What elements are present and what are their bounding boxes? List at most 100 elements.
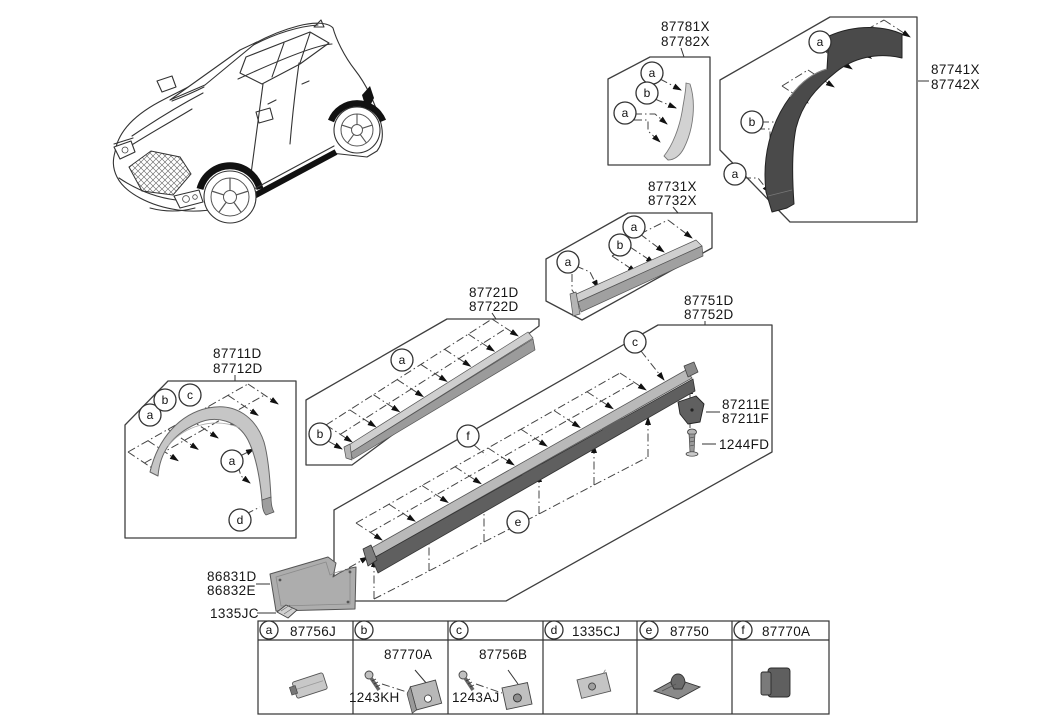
callout-letter: d	[237, 513, 244, 527]
part-label-87751D[interactable]: 87751D 87752D	[684, 293, 734, 322]
legend-code-87770A[interactable]: 87770A	[762, 624, 810, 639]
legend-icon-bracket-b	[406, 679, 443, 714]
callout-b[interactable]: b	[608, 233, 632, 257]
legend-letter: d	[551, 623, 558, 637]
leader-arrow	[327, 440, 343, 450]
legend-code-87770A-b[interactable]: 87770A	[384, 647, 432, 662]
callout-letter: b	[749, 115, 756, 129]
callout-a[interactable]: a	[613, 101, 637, 125]
callout-letter: a	[631, 220, 638, 234]
part-moulding-bracket-hole	[690, 408, 694, 412]
part-label-87741X[interactable]: 87741X 87742X	[931, 62, 980, 92]
part-label-86831D[interactable]: 86831D 86832E	[207, 569, 257, 598]
label-86832E[interactable]: 86832E	[207, 583, 256, 598]
leader-line	[373, 456, 649, 600]
callout-b[interactable]: b	[153, 388, 177, 412]
leader-arrow	[639, 233, 665, 253]
callout-d[interactable]: d	[228, 508, 252, 532]
part-shapes	[149, 27, 903, 619]
legend-letter-b[interactable]: b	[354, 620, 374, 640]
part-clip-1335jc	[276, 604, 298, 619]
label-87732X[interactable]: 87732X	[648, 193, 697, 208]
callout-c[interactable]: c	[623, 330, 647, 354]
part-sill-wave-1	[442, 510, 462, 527]
box-87721	[305, 318, 540, 466]
part-front-arch-molding	[149, 406, 272, 502]
car-beltline	[237, 43, 333, 80]
legend-code-87756B[interactable]: 87756B	[479, 647, 527, 662]
callout-f[interactable]: f	[456, 424, 480, 448]
legend-icon-clip-a	[288, 672, 328, 699]
callout-letter: b	[162, 393, 169, 407]
legend-letter-c[interactable]: c	[449, 620, 469, 640]
callout-a[interactable]: a	[622, 215, 646, 239]
callout-a[interactable]: a	[556, 250, 580, 274]
legend-code-87750[interactable]: 87750	[670, 624, 709, 639]
legend-code-1243AJ[interactable]: 1243AJ	[452, 690, 500, 705]
part-label-87781X[interactable]: 87781X 87782X	[661, 19, 710, 49]
legend-letter-e[interactable]: e	[639, 620, 659, 640]
label-1335JC[interactable]: 1335JC	[210, 606, 259, 621]
label-87781X[interactable]: 87781X	[661, 19, 710, 34]
label-87782X[interactable]: 87782X	[661, 34, 710, 49]
callout-a[interactable]: a	[640, 61, 664, 85]
callout-b[interactable]: b	[308, 422, 332, 446]
part-label-87731X[interactable]: 87731X 87732X	[648, 179, 697, 208]
leader-arrow	[629, 246, 655, 264]
callout-letter: a	[565, 255, 572, 269]
label-87211E[interactable]: 87211E	[722, 397, 770, 412]
legend-code-1335CJ[interactable]: 1335CJ	[572, 624, 620, 639]
legend-letter-d[interactable]: d	[544, 620, 564, 640]
label-87722D[interactable]: 87722D	[469, 299, 519, 314]
callout-a[interactable]: a	[390, 348, 414, 372]
callout-letter: a	[817, 35, 824, 49]
label-87721D[interactable]: 87721D	[469, 285, 519, 300]
leader-arrow	[634, 113, 668, 125]
callout-letter: b	[617, 238, 624, 252]
callout-a[interactable]: a	[138, 403, 162, 427]
part-label-87211E[interactable]: 87211E 87211F	[722, 397, 770, 426]
label-1244FD[interactable]: 1244FD	[719, 437, 769, 452]
leader-arrow	[388, 503, 416, 522]
label-87712D[interactable]: 87712D	[213, 361, 263, 376]
legend-letter-f[interactable]: f	[733, 620, 753, 640]
legend-letter-a[interactable]: a	[259, 620, 279, 640]
car-headlight-left-lens	[121, 146, 129, 154]
callout-c[interactable]: c	[178, 383, 202, 407]
leader-arrow	[239, 448, 255, 457]
callout-a[interactable]: a	[220, 449, 244, 473]
part-label-87721D[interactable]: 87721D 87722D	[469, 285, 519, 314]
legend-code-87756J[interactable]: 87756J	[290, 624, 336, 639]
leader-line	[473, 444, 487, 456]
callouts: a b a a b a a b a a b c f e a b c a d	[138, 30, 832, 534]
label-87211F[interactable]: 87211F	[722, 411, 769, 426]
label-87742X[interactable]: 87742X	[931, 77, 980, 92]
legend-code-1243KH[interactable]: 1243KH	[349, 690, 400, 705]
leader-arrow	[127, 451, 159, 473]
part-label-87711D[interactable]: 87711D 87712D	[213, 346, 263, 376]
callout-b[interactable]: b	[635, 81, 659, 105]
label-87751D[interactable]: 87751D	[684, 293, 734, 308]
callout-a[interactable]: a	[723, 162, 747, 186]
part-sill-end-cap	[362, 544, 378, 567]
callout-e[interactable]: e	[506, 510, 530, 534]
part-sill-wave-2	[522, 464, 542, 481]
leader-arrow	[247, 383, 279, 405]
leader-arrow	[468, 333, 496, 352]
callout-a[interactable]: a	[808, 30, 832, 54]
label-87752D[interactable]: 87752D	[684, 307, 734, 322]
part-cpillar-garnish	[663, 82, 694, 161]
label-86831D[interactable]: 86831D	[207, 569, 257, 584]
car-front-wheel	[203, 170, 257, 224]
part-mud-guard-hole-2	[348, 570, 352, 574]
label-87741X[interactable]: 87741X	[931, 62, 980, 77]
car-windshield	[169, 41, 258, 101]
car-roof-fin	[313, 19, 325, 28]
part-front-door-garnish-face	[349, 338, 536, 460]
label-87731X[interactable]: 87731X	[648, 179, 697, 194]
label-87711D[interactable]: 87711D	[213, 346, 262, 361]
legend-letter: e	[646, 623, 653, 637]
legend-icon-screw-b	[364, 669, 428, 694]
callout-b[interactable]: b	[740, 110, 764, 134]
